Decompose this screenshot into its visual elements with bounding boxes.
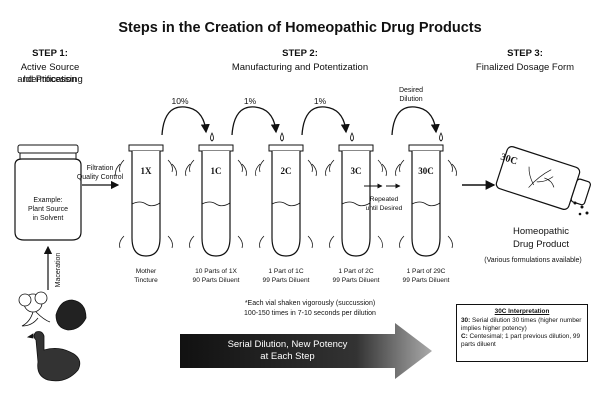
tube-label: 1X [140,166,152,176]
repeated-label-1: Repeated [369,196,399,203]
motion-mark [237,159,243,173]
step3-subtitle: Finalized Dosage Form [475,62,575,73]
step1-heading: STEP 1: [32,48,68,59]
succussion-note-1: *Each vial shaken vigorously (succussion… [244,300,376,307]
motion-mark [171,163,177,177]
motion-mark [167,159,173,173]
droplet-icon [439,132,443,142]
motion-mark [325,163,331,177]
tube-caption-1: 1 Part of 1C [268,268,304,275]
motion-mark [189,235,195,249]
motion-mark [451,163,457,177]
succussion-note-2: 100-150 times in 7-10 seconds per diluti… [244,310,376,317]
step2-heading: STEP 2: [282,48,318,59]
tube-caption-1: 10 Parts of 1X [195,268,237,275]
jar-label-1: Example: [33,197,63,204]
tube-label: 30C [418,166,434,176]
motion-mark [381,163,387,177]
motion-mark [329,159,335,173]
desired-dilution-1: Desired [398,87,424,94]
tube-caption-2: 99 Parts Diluent [262,277,310,284]
motion-mark [307,159,313,173]
source-jar [14,144,82,241]
dilution-percent-3: 1% [313,96,327,106]
motion-mark [329,235,335,249]
step1-subtitle-1: Active Source Identification [20,62,80,85]
test-tube [395,144,457,257]
droplet-icon [210,132,214,142]
page-title: Steps in the Creation of Homeopathic Dru… [118,20,482,36]
repeated-label-2: until Desired [365,205,403,212]
motion-mark [447,159,453,173]
step2-subtitle: Manufacturing and Potentization [231,62,369,73]
motion-mark [189,159,195,173]
interpretation-text-c: Centesimal; 1 part previous dilution, 99… [461,333,581,348]
motion-mark [167,235,173,249]
dilution-percent-1: 10% [171,96,189,106]
tube-caption-1: 1 Part of 2C [338,268,374,275]
interpretation-title: 30C Interpretation [494,308,550,315]
filtration-label-2: Quality Control [76,174,124,181]
interpretation-item-30: 30: Serial dilution 30 times (higher num… [461,317,583,333]
product-label-2: Drug Product [513,239,569,250]
interpretation-item-c: C: Centesimal; 1 part previous dilution,… [461,333,583,349]
droplet-icon [350,132,354,142]
motion-mark [399,159,405,173]
product-note: (Various formulations available) [484,257,582,264]
transfer-arrow-1 [161,106,210,136]
serial-dilution-banner [180,323,432,379]
motion-mark [395,163,401,177]
banner-text-1: Serial Dilution, New Potency [227,339,348,350]
dilution-percent-2: 1% [243,96,257,106]
test-tube [255,144,317,257]
tube-caption-2: 90 Parts Diluent [192,277,240,284]
motion-mark [241,163,247,177]
motion-mark [377,235,383,249]
motion-mark [447,235,453,249]
step1-subtitle-2: and Processing [17,74,83,85]
step3-heading: STEP 3: [507,48,543,59]
interpretation-box: 30C Interpretation 30: Serial dilution 3… [456,304,588,362]
interpretation-text-30: Serial dilution 30 times (higher number … [461,317,582,332]
tube-label: 3C [350,166,362,176]
transfer-arrow-3 [301,106,350,136]
tube-caption-1: 1 Part of 29C [406,268,446,275]
tube-label: 2C [280,166,292,176]
tube-caption-2: Tincture [134,277,158,284]
motion-mark [259,159,265,173]
tube-caption-1: Mother [135,268,157,275]
interpretation-key-30: 30: [461,317,471,324]
tube-label: 1C [210,166,222,176]
maceration-label: Maceration [55,252,62,288]
banner-text-2: at Each Step [260,351,315,362]
motion-mark [119,159,125,173]
motion-mark [399,235,405,249]
motion-mark [255,163,261,177]
droplet-icon [280,132,284,142]
motion-mark [377,159,383,173]
transfer-arrow-4 [391,106,440,136]
tube-caption-2: 99 Parts Diluent [402,277,450,284]
product-vial [495,146,591,216]
interpretation-key-c: C: [461,333,468,340]
tube-caption-2: 99 Parts Diluent [332,277,380,284]
desired-dilution-2: Dilution [399,96,423,103]
test-tube [185,144,247,257]
source-materials-illustration [18,291,87,382]
motion-mark [237,235,243,249]
test-tube [325,144,387,257]
motion-mark [119,235,125,249]
jar-label-2: Plant Source [27,206,69,213]
motion-mark [259,235,265,249]
transfer-arrow-2 [231,106,280,136]
motion-mark [307,235,313,249]
filtration-label-1: Filtration [86,165,114,172]
motion-mark [185,163,191,177]
motion-mark [311,163,317,177]
test-tube [115,144,177,257]
product-label-1: Homeopathic [513,226,569,237]
motion-mark [115,163,121,177]
jar-label-3: in Solvent [32,215,64,222]
